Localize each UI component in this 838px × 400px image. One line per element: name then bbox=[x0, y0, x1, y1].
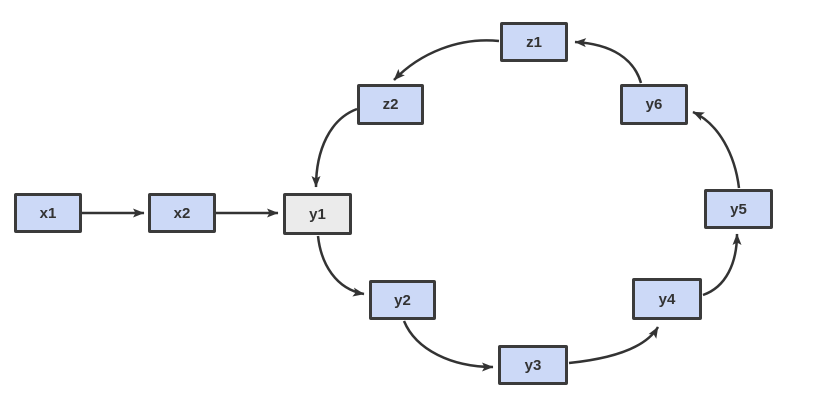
node-y1-label: y1 bbox=[309, 205, 326, 223]
node-y3[interactable]: y3 bbox=[498, 345, 568, 385]
edge-z1-z2 bbox=[393, 39, 500, 81]
node-y6[interactable]: y6 bbox=[620, 84, 688, 125]
node-z1-label: z1 bbox=[526, 33, 542, 51]
node-y4[interactable]: y4 bbox=[632, 278, 702, 320]
node-x2[interactable]: x2 bbox=[148, 193, 216, 233]
edge-y1-y2 bbox=[316, 235, 365, 297]
node-y2-label: y2 bbox=[394, 291, 411, 309]
node-z2[interactable]: z2 bbox=[357, 84, 424, 125]
node-y2[interactable]: y2 bbox=[369, 280, 436, 320]
edge-y6-z1 bbox=[574, 38, 643, 84]
node-y6-label: y6 bbox=[645, 96, 663, 113]
node-y5[interactable]: y5 bbox=[704, 189, 773, 229]
edge-y2-y3 bbox=[402, 320, 494, 372]
node-y1[interactable]: y1 bbox=[283, 193, 352, 235]
node-z2-label: z2 bbox=[382, 96, 399, 113]
edge-y4-y5 bbox=[702, 233, 742, 297]
node-y4-label: y4 bbox=[658, 290, 676, 308]
node-y3-label: y3 bbox=[524, 356, 542, 374]
node-z1[interactable]: z1 bbox=[500, 22, 568, 62]
node-x1-label: x1 bbox=[39, 204, 57, 222]
node-x1[interactable]: x1 bbox=[14, 193, 82, 233]
edge-y5-y6 bbox=[692, 110, 741, 189]
node-x2-label: x2 bbox=[173, 204, 191, 222]
edge-y3-y4 bbox=[568, 326, 660, 365]
edge-z2-y1 bbox=[311, 107, 358, 188]
node-y5-label: y5 bbox=[730, 200, 747, 218]
